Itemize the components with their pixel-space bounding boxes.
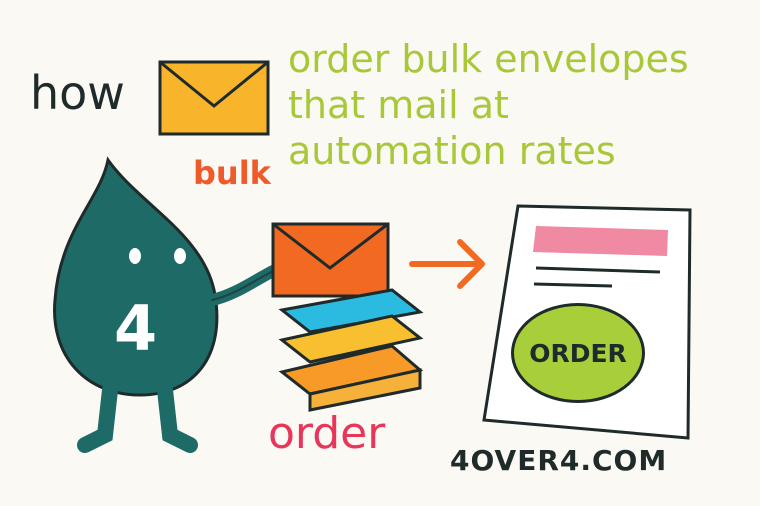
intro-word: how: [30, 66, 125, 120]
bulk-label: bulk: [193, 154, 271, 192]
mascot: [53, 156, 281, 453]
envelope-icon: [271, 222, 390, 298]
mascot-number: 4: [114, 292, 158, 365]
order-button[interactable]: ORDER: [511, 303, 645, 403]
paper-stack-icon: [278, 288, 424, 412]
order-label: order: [268, 408, 386, 459]
website-link[interactable]: 4OVER4.COM: [450, 444, 668, 477]
envelope-icon: [158, 60, 270, 136]
headline-line-2: that mail at: [288, 83, 509, 127]
arrow-right-icon: [409, 239, 485, 289]
order-button-label: ORDER: [529, 338, 627, 368]
headline-line-3: automation rates: [288, 129, 616, 173]
headline-line-1: order bulk envelopes: [288, 37, 689, 81]
headline: order bulk envelopes that mail at automa…: [288, 36, 689, 174]
